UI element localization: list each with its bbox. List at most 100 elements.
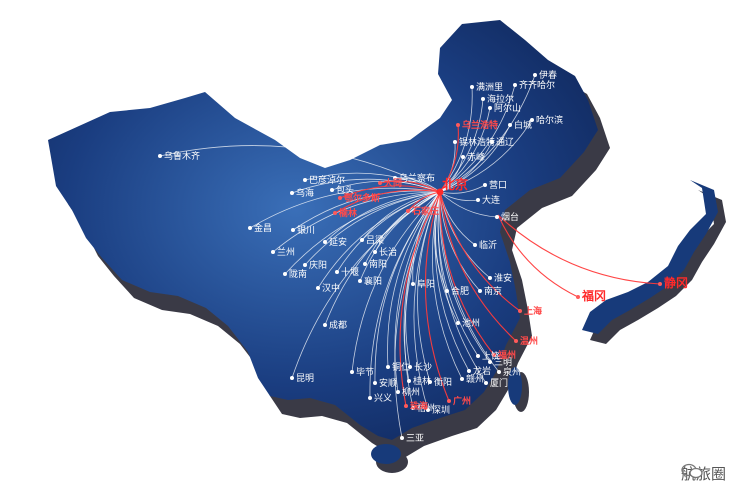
route-line bbox=[324, 191, 441, 243]
city-label: 包头 bbox=[336, 184, 354, 196]
city-dot bbox=[407, 379, 411, 383]
route-line bbox=[439, 74, 536, 193]
city-label: 乌兰浩特 bbox=[462, 119, 498, 131]
route-line bbox=[439, 141, 493, 193]
city-label: 吕梁 bbox=[366, 234, 384, 246]
city-dot bbox=[316, 286, 320, 290]
city-label: 梧州 bbox=[417, 402, 435, 414]
city-label: 巴彦淖尔 bbox=[309, 174, 345, 186]
city-label: 温州 bbox=[520, 335, 538, 347]
city-dot bbox=[467, 369, 471, 373]
city-dots bbox=[158, 73, 662, 440]
city-labels: 乌鲁木齐巴彦淖尔乌海包头乌兰察布伊春满洲里齐齐哈尔海拉尔阿尔山白城哈尔滨锡林浩特… bbox=[164, 69, 688, 444]
city-label: 齐齐哈尔 bbox=[519, 79, 555, 91]
city-label: 上海 bbox=[524, 305, 542, 317]
city-dot bbox=[428, 380, 432, 384]
city-dot bbox=[323, 323, 327, 327]
city-label: 哈尔滨 bbox=[536, 114, 563, 126]
city-label: 榆林 bbox=[339, 207, 358, 219]
city-label: 上饶 bbox=[482, 350, 500, 362]
city-label: 大同 bbox=[384, 177, 402, 189]
city-label: 广州 bbox=[453, 395, 471, 407]
city-label: 石家庄 bbox=[411, 205, 439, 217]
city-dot bbox=[453, 140, 457, 144]
route-line bbox=[434, 191, 470, 372]
city-label: 延安 bbox=[329, 236, 347, 248]
city-dot bbox=[323, 240, 327, 244]
city-label: 阿尔山 bbox=[494, 102, 521, 114]
route-line bbox=[424, 191, 450, 402]
city-dot bbox=[530, 118, 534, 122]
city-dot bbox=[490, 140, 494, 144]
city-dot bbox=[330, 188, 334, 192]
city-dot bbox=[533, 73, 537, 77]
city-label: 福州 bbox=[497, 349, 516, 361]
city-dot bbox=[492, 353, 496, 357]
city-dot bbox=[248, 226, 252, 230]
city-dot bbox=[386, 365, 390, 369]
route-line bbox=[387, 191, 441, 368]
city-dot bbox=[461, 155, 465, 159]
city-label: 大连 bbox=[482, 194, 500, 206]
city-label: 珠海 bbox=[410, 400, 428, 412]
city-label: 长治 bbox=[379, 246, 397, 258]
city-dot bbox=[481, 97, 485, 101]
route-line bbox=[331, 180, 441, 193]
city-dot bbox=[488, 276, 492, 280]
city-label: 桂林 bbox=[413, 375, 431, 387]
city-dot bbox=[514, 339, 518, 343]
city-dot bbox=[290, 376, 294, 380]
route-line bbox=[439, 98, 484, 193]
city-dot bbox=[360, 238, 364, 242]
city-dot bbox=[488, 360, 492, 364]
city-dot bbox=[476, 198, 480, 202]
city-dot bbox=[513, 83, 517, 87]
route-line bbox=[324, 191, 441, 326]
city-dot bbox=[291, 228, 295, 232]
city-label: 福冈 bbox=[581, 288, 606, 303]
route-line bbox=[351, 191, 441, 373]
city-dot bbox=[576, 295, 580, 299]
taiwan-land bbox=[508, 367, 522, 405]
city-dot bbox=[363, 262, 367, 266]
city-label: 安顺 bbox=[379, 377, 397, 389]
city-label: 三明 bbox=[494, 357, 512, 368]
city-label: 铜仁 bbox=[392, 361, 410, 373]
city-dot bbox=[373, 250, 377, 254]
city-dot bbox=[483, 183, 487, 187]
hainan-land bbox=[371, 444, 401, 464]
route-line bbox=[431, 191, 463, 380]
city-dot bbox=[290, 191, 294, 195]
route-line bbox=[497, 214, 579, 298]
city-dot bbox=[470, 85, 474, 89]
route-line bbox=[439, 119, 533, 193]
route-line bbox=[272, 191, 441, 253]
city-label: 乌鲁木齐 bbox=[164, 150, 200, 162]
city-dot bbox=[411, 406, 415, 410]
city-label: 庆阳 bbox=[309, 259, 327, 271]
watermark: 航旅圈 bbox=[681, 463, 726, 484]
city-dot bbox=[508, 123, 512, 127]
city-label: 三亚 bbox=[406, 433, 424, 444]
route-line bbox=[304, 191, 441, 266]
route-line bbox=[437, 191, 479, 357]
city-label: 成都 bbox=[329, 319, 347, 331]
city-dot bbox=[411, 282, 415, 286]
city-label: 阜阳 bbox=[417, 278, 435, 290]
city-label: 伊春 bbox=[539, 69, 557, 81]
route-line bbox=[439, 184, 486, 194]
route-line bbox=[439, 191, 495, 356]
city-dot bbox=[350, 370, 354, 374]
route-line bbox=[339, 185, 441, 199]
hub-dot bbox=[436, 188, 444, 196]
city-dot bbox=[447, 399, 451, 403]
city-label: 柳州 bbox=[402, 386, 420, 398]
city-label: 营口 bbox=[489, 179, 507, 191]
city-dot bbox=[518, 309, 522, 313]
city-label: 毕节 bbox=[356, 366, 374, 378]
city-dot bbox=[400, 436, 404, 440]
route-line bbox=[394, 191, 441, 393]
city-label: 长沙 bbox=[414, 361, 432, 373]
route-line bbox=[379, 180, 441, 193]
route-lines bbox=[159, 74, 661, 439]
